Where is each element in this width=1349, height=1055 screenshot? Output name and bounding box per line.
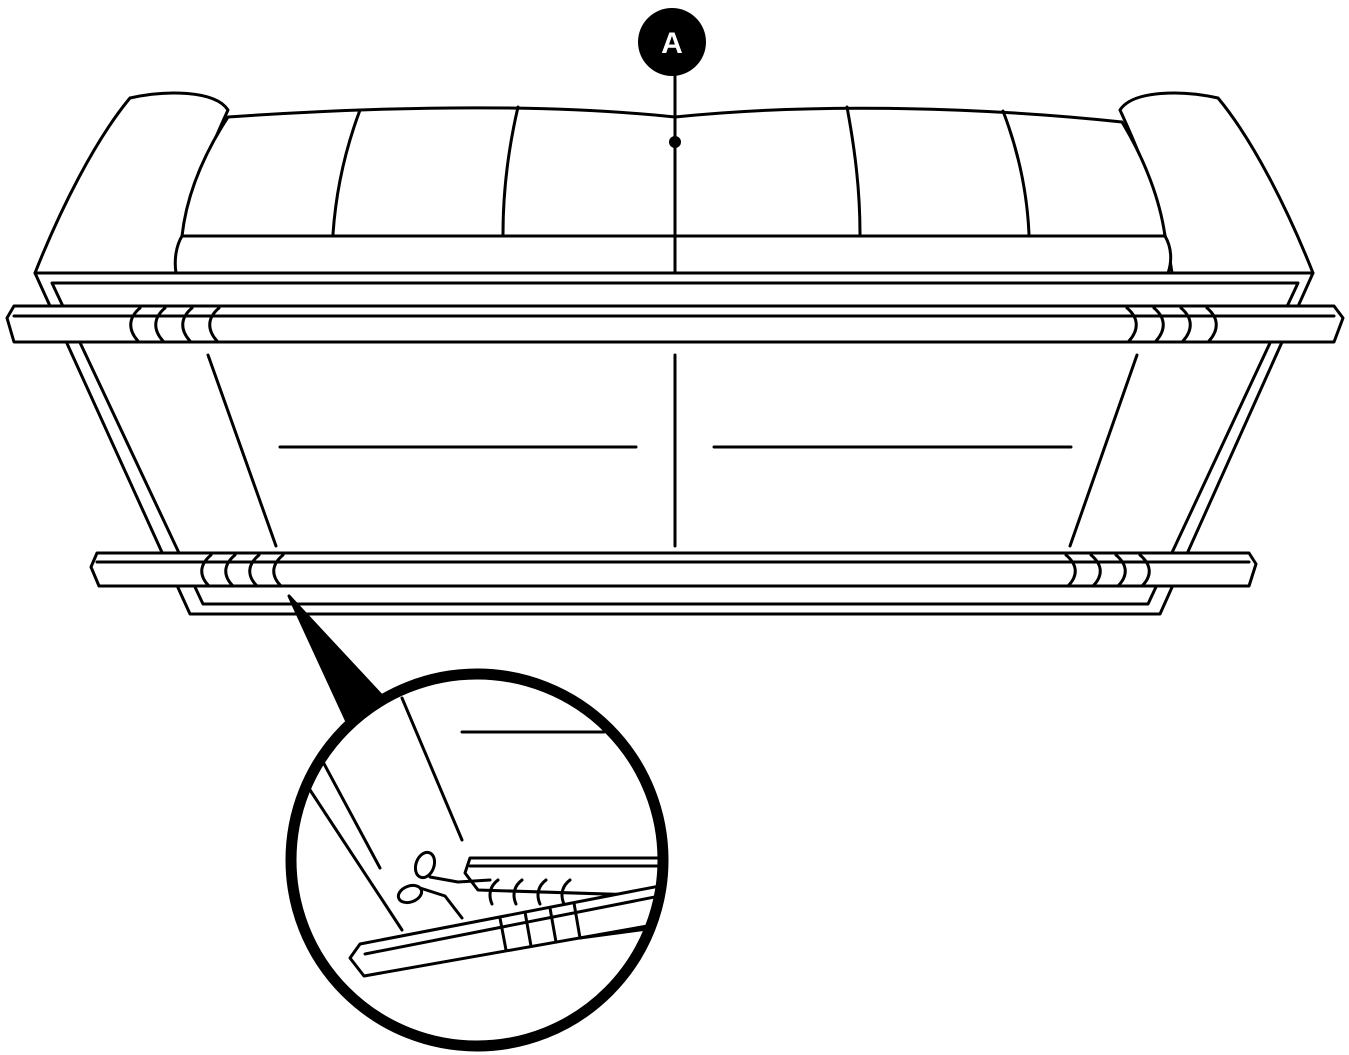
sofa-illustration (5, 91, 1345, 616)
upper-strap (5, 304, 1345, 344)
cushion-seam-4 (1001, 109, 1031, 236)
front-panel-right-diagonal (1068, 353, 1139, 548)
cushion-seam-1 (331, 108, 362, 236)
callout-a: A (638, 8, 706, 148)
zoom-circle-ring (285, 668, 669, 1052)
callout-a-label: A (661, 27, 683, 60)
scissors-icon (396, 850, 492, 920)
sofa-seat-band (173, 234, 1173, 275)
zoom-contents (308, 696, 663, 978)
cushion-seam-2 (501, 105, 520, 236)
front-panel-left-diagonal (206, 353, 278, 548)
cushion-seam-3 (845, 105, 862, 236)
callout-a-anchor-dot (669, 136, 681, 148)
detail-zoom (285, 594, 669, 1052)
lower-strap (89, 551, 1258, 588)
sofa-front-panel-inner (50, 281, 1300, 606)
callout-a-badge (638, 8, 706, 76)
